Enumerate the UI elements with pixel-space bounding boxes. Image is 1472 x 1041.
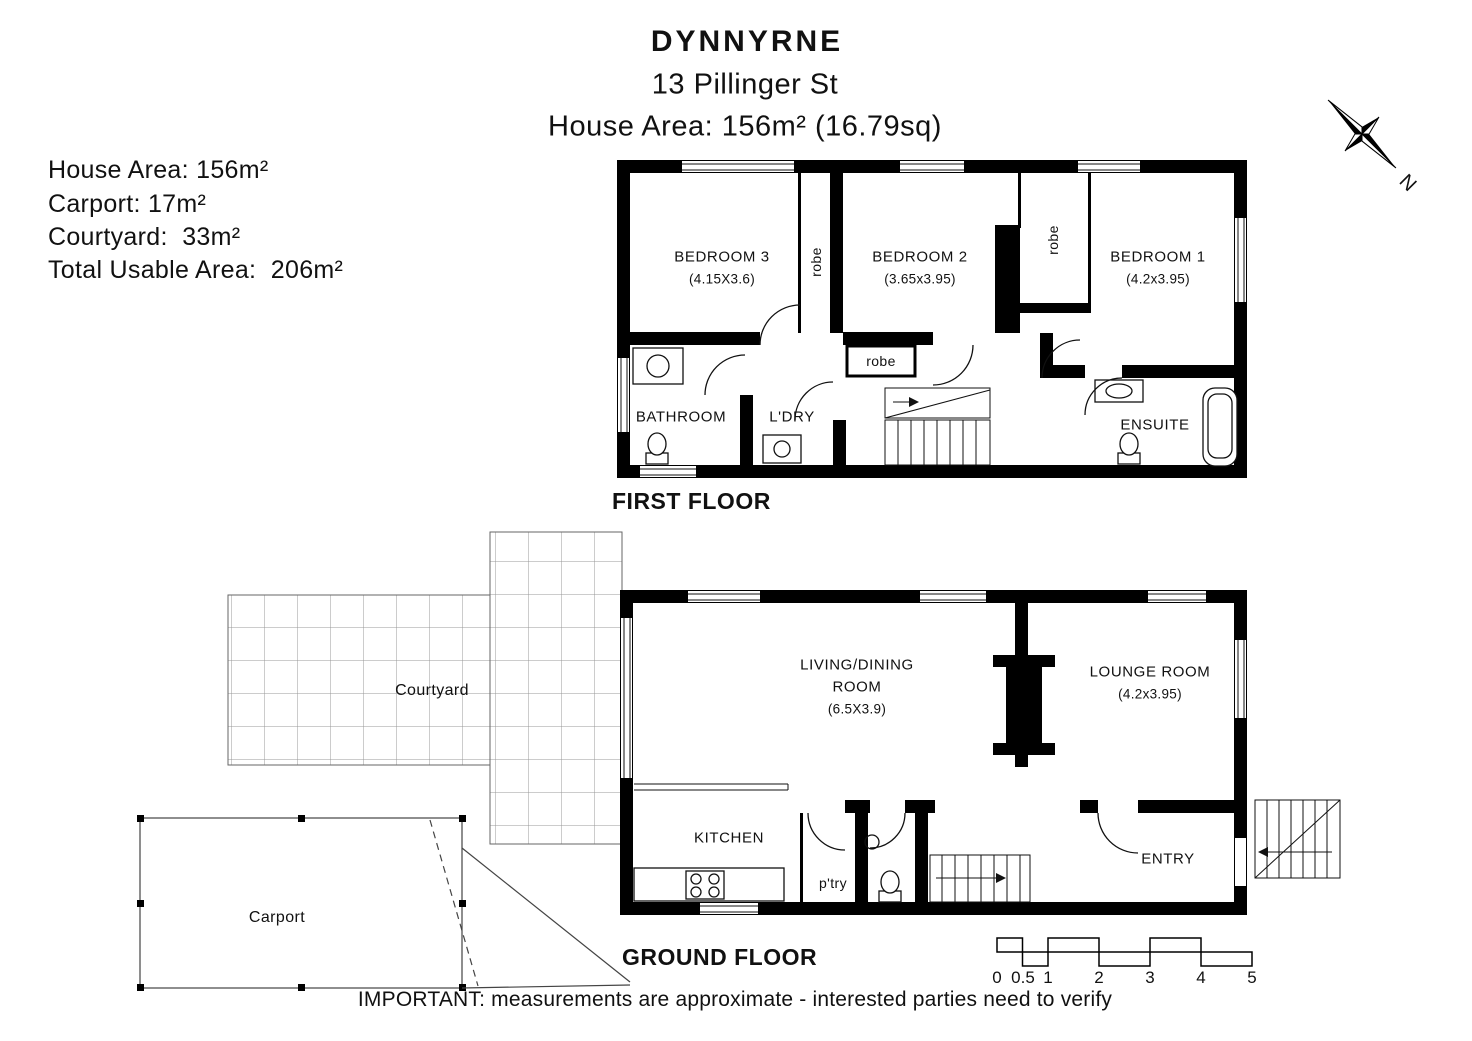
room-laundry: L'DRY	[769, 408, 815, 426]
room-bedroom1: BEDROOM 1	[1110, 248, 1206, 266]
summary-house-area: House Area: 156m²	[48, 156, 269, 184]
room-bedroom3: BEDROOM 3	[674, 248, 770, 266]
ground-floor-plan	[620, 590, 1341, 915]
address-line: 13 Pillinger St	[651, 68, 839, 101]
courtyard-tiles	[227, 531, 623, 845]
room-bedroom1-dims: (4.2x3.95)	[1126, 271, 1190, 287]
area-carport: Carport	[248, 909, 306, 926]
scale-label-5: 5	[1247, 968, 1257, 987]
scale-bar	[996, 937, 1253, 967]
first-floor-caption: FIRST FLOOR	[612, 488, 771, 514]
room-lounge-dims: (4.2x3.95)	[1118, 686, 1182, 702]
robe-bedroom3: robe	[808, 247, 824, 277]
page-title: DYNNYRNE	[650, 25, 844, 58]
room-living-line2: ROOM	[832, 678, 882, 696]
room-bedroom2-dims: (3.65x3.95)	[884, 271, 956, 287]
disclaimer-text: IMPORTANT: measurements are approximate …	[357, 988, 1113, 1011]
robe-bedroom1: robe	[1045, 225, 1061, 255]
scale-label-4: 4	[1196, 968, 1206, 987]
scale-label-0: 0	[992, 968, 1002, 987]
scale-label-3: 3	[1145, 968, 1155, 987]
carport-outline	[137, 815, 631, 991]
ground-floor-caption: GROUND FLOOR	[622, 944, 818, 970]
area-courtyard: Courtyard	[395, 682, 469, 699]
room-living-line1: LIVING/DINING	[800, 656, 914, 674]
scale-label-05: 0.5	[1011, 968, 1035, 987]
room-entry: ENTRY	[1141, 850, 1195, 868]
room-bedroom3-dims: (4.15X3.6)	[688, 271, 756, 287]
summary-total-area: Total Usable Area: 206m²	[48, 256, 344, 284]
summary-courtyard: Courtyard: 33m²	[48, 223, 241, 251]
room-pantry: p'try	[818, 875, 848, 891]
room-living-dims: (6.5X3.9)	[827, 701, 887, 717]
robe-middle: robe	[866, 353, 896, 369]
first-floor-plan	[617, 160, 1247, 478]
room-bathroom: BATHROOM	[635, 408, 727, 426]
compass-icon	[1327, 99, 1397, 169]
room-bedroom2: BEDROOM 2	[872, 248, 968, 266]
scale-label-1: 1	[1043, 968, 1053, 987]
room-lounge: LOUNGE ROOM	[1089, 663, 1211, 681]
room-ensuite: ENSUITE	[1120, 416, 1190, 434]
room-kitchen: KITCHEN	[693, 829, 765, 847]
summary-carport: Carport: 17m²	[48, 190, 207, 218]
house-area-line: House Area: 156m² (16.79sq)	[548, 110, 942, 143]
scale-label-2: 2	[1094, 968, 1104, 987]
